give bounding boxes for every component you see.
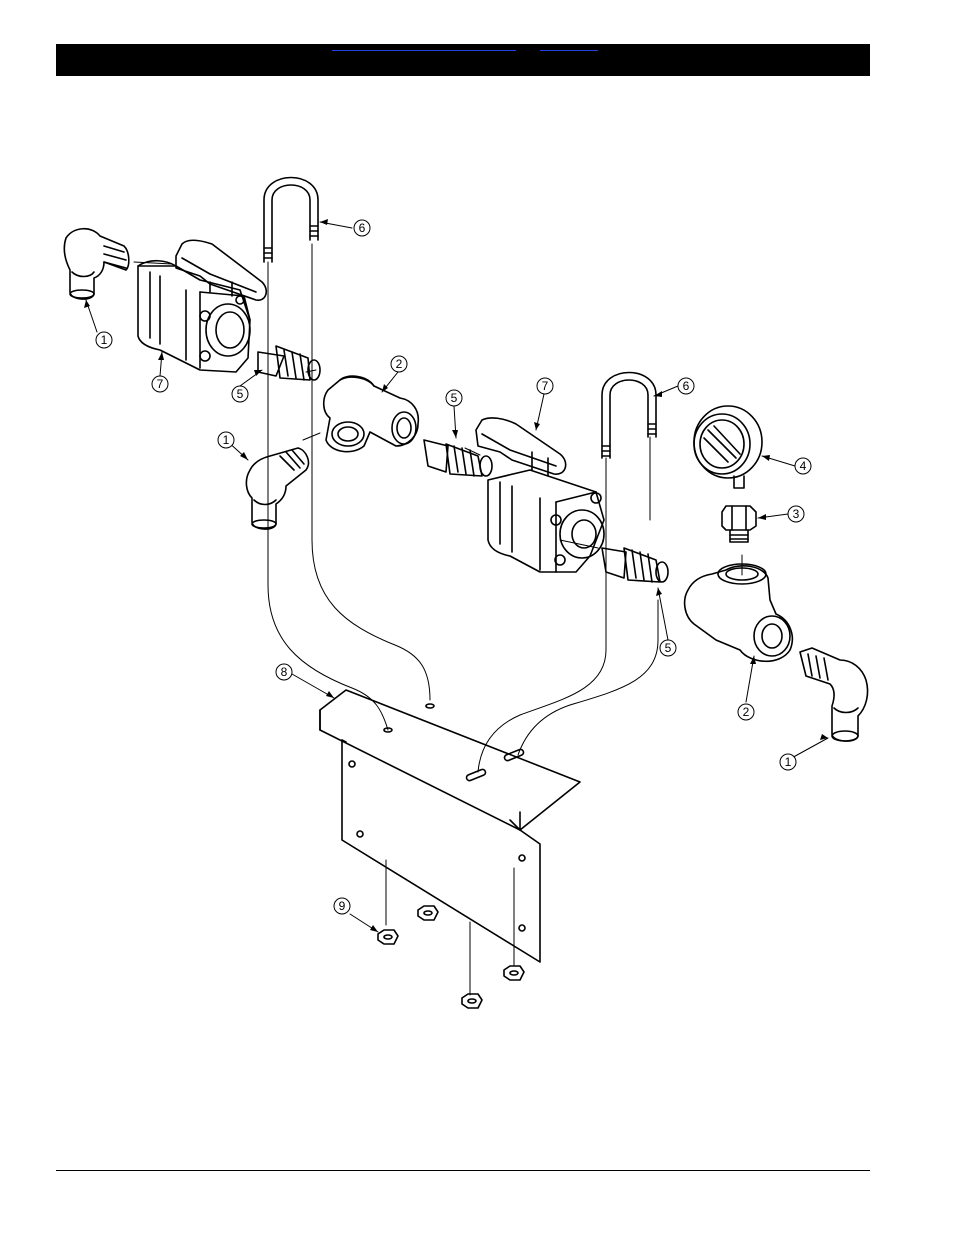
elbow-fitting-right [800, 648, 868, 741]
svg-text:6: 6 [359, 221, 366, 235]
u-tube-right [602, 373, 656, 459]
callout-8: 8 [276, 664, 292, 680]
svg-text:1: 1 [785, 755, 792, 769]
elbow-fitting-center [246, 448, 308, 529]
callout-1a: 1 [96, 332, 112, 348]
callout-4: 4 [795, 458, 811, 474]
callout-6a: 6 [354, 220, 370, 236]
nut-1 [378, 930, 398, 944]
svg-text:3: 3 [793, 507, 800, 521]
svg-text:2: 2 [743, 705, 750, 719]
mounting-bracket [320, 690, 580, 962]
svg-text:7: 7 [542, 379, 549, 393]
hex-nipple-center [424, 440, 492, 476]
callout-6b: 6 [678, 378, 694, 394]
tee-fitting-right [685, 564, 793, 661]
assembly-guide-lines [134, 244, 742, 995]
callout-2b: 2 [738, 704, 754, 720]
callout-arrowheads [84, 219, 828, 932]
callout-7a: 7 [152, 376, 168, 392]
callout-9: 9 [334, 898, 350, 914]
ball-valve-left [138, 240, 266, 372]
hex-nuts [378, 906, 524, 1008]
svg-text:7: 7 [157, 377, 164, 391]
nut-2 [418, 906, 438, 920]
callout-3: 3 [788, 506, 804, 522]
tee-fitting-center [324, 376, 419, 452]
hex-bushing [722, 506, 756, 542]
svg-text:5: 5 [237, 387, 244, 401]
elbow-fitting-top-left [64, 229, 128, 299]
svg-text:6: 6 [683, 379, 690, 393]
pressure-gauge [694, 406, 762, 488]
callout-5b: 5 [446, 390, 462, 406]
callout-5c: 5 [660, 640, 676, 656]
hex-nipple-left [258, 346, 320, 380]
footer-rule [56, 1170, 870, 1171]
svg-text:5: 5 [451, 391, 458, 405]
ball-valve-center [476, 418, 604, 572]
svg-text:9: 9 [339, 899, 346, 913]
callout-1c: 1 [780, 754, 796, 770]
callouts: 1 1 1 2 2 3 4 5 5 5 6 6 7 7 8 9 [96, 220, 811, 914]
svg-text:8: 8 [281, 665, 288, 679]
callout-5a: 5 [232, 386, 248, 402]
svg-text:5: 5 [665, 641, 672, 655]
nut-3 [462, 994, 482, 1008]
svg-text:1: 1 [223, 433, 230, 447]
callout-1b: 1 [218, 432, 234, 448]
u-tube-left [264, 178, 318, 263]
callout-7b: 7 [537, 378, 553, 394]
nut-4 [504, 966, 524, 980]
svg-text:1: 1 [101, 333, 108, 347]
hex-nipple-right [602, 548, 668, 582]
svg-text:4: 4 [800, 459, 807, 473]
callout-2a: 2 [391, 356, 407, 372]
callout-leaders [86, 222, 828, 932]
svg-text:2: 2 [396, 357, 403, 371]
